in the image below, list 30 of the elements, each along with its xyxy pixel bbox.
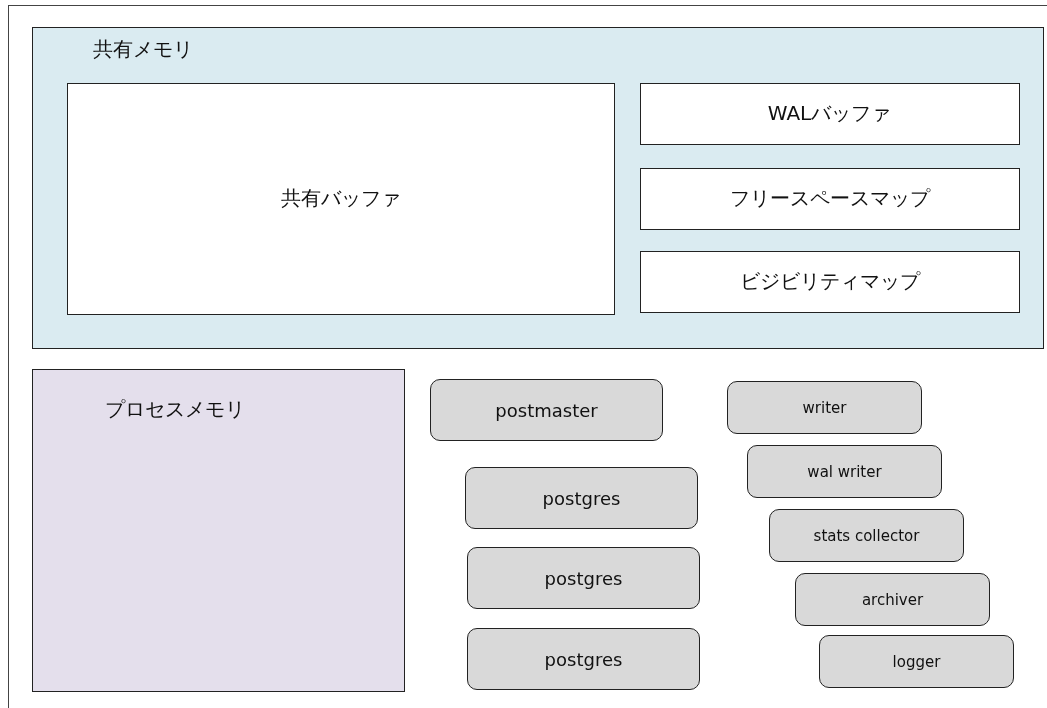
memory-block <box>639 250 1020 313</box>
process-name: archiver <box>861 590 924 609</box>
process-box <box>819 635 1014 688</box>
process-name: writer <box>802 398 847 417</box>
process-name: wal writer <box>807 462 882 481</box>
process-name: postgres <box>542 487 621 509</box>
memory-area-panel <box>32 369 405 692</box>
process-name: postgres <box>544 567 623 589</box>
block-label: ビジビリティマップ <box>739 268 920 295</box>
panel-title: 共有メモリ <box>93 36 193 63</box>
memory-block <box>639 167 1020 230</box>
process-box <box>430 379 663 441</box>
process-box <box>727 381 922 434</box>
process-box <box>467 628 700 690</box>
process-name: postgres <box>544 648 623 670</box>
process-box <box>747 445 942 498</box>
process-box <box>465 467 698 529</box>
block-label: フリースペースマップ <box>729 185 930 212</box>
process-name: stats collector <box>813 526 920 545</box>
process-name: postmaster <box>495 399 598 421</box>
memory-block <box>66 82 615 315</box>
process-box <box>795 573 990 626</box>
panel-title: プロセスメモリ <box>105 396 245 423</box>
block-label: 共有バッファ <box>280 185 401 212</box>
memory-block <box>639 82 1020 145</box>
process-box <box>467 547 700 609</box>
process-name: logger <box>892 652 941 671</box>
block-label: WALバッファ <box>767 100 892 127</box>
process-box <box>769 509 964 562</box>
memory-area-panel <box>32 27 1044 349</box>
